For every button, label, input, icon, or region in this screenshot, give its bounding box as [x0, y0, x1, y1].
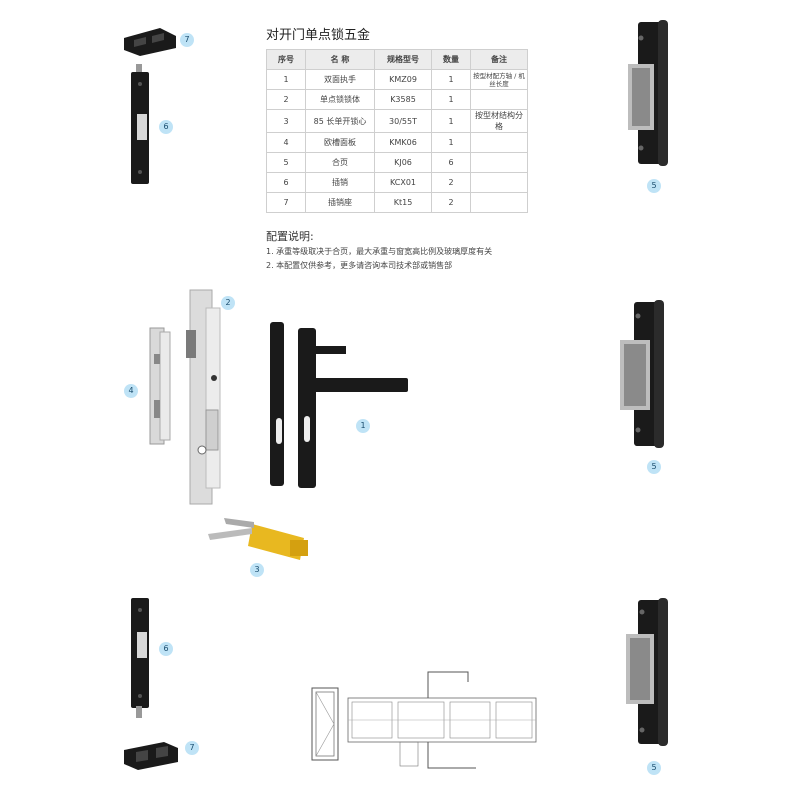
callout-badge-2: 2 — [221, 296, 235, 310]
cell-note: 按型材结构分格 — [470, 109, 528, 133]
table-row: 2 单点锁锁体 K3585 1 — [266, 89, 528, 110]
hinge-image — [620, 300, 664, 448]
cell-model: KMZ09 — [374, 69, 432, 90]
callout-badge-5: 5 — [647, 761, 661, 775]
cell-model: 30/55T — [374, 109, 432, 133]
col-header-note: 备注 — [470, 49, 528, 70]
callout-badge-5: 5 — [647, 460, 661, 474]
cell-index: 3 — [266, 109, 306, 133]
flush-bolt-image — [131, 64, 149, 184]
callout-badge-5: 5 — [647, 179, 661, 193]
cell-note — [470, 172, 528, 193]
cell-qty: 1 — [431, 132, 471, 153]
bolt-keeper-image — [124, 742, 178, 770]
cell-name: 合页 — [305, 152, 375, 173]
table-row: 5 合页 KJ06 6 — [266, 152, 528, 173]
config-title: 配置说明: — [266, 230, 314, 243]
cell-name: 欧槽面板 — [305, 132, 375, 153]
table-header-row: 序号 名 称 规格型号 数量 备注 — [266, 49, 528, 70]
cell-note — [470, 132, 528, 153]
cell-index: 6 — [266, 172, 306, 193]
col-header-name: 名 称 — [305, 49, 375, 70]
col-header-qty: 数量 — [431, 49, 471, 70]
cell-qty: 1 — [431, 109, 471, 133]
cell-model: KCX01 — [374, 172, 432, 193]
cell-model: K3585 — [374, 89, 432, 110]
hinge-image — [626, 598, 668, 746]
cell-index: 4 — [266, 132, 306, 153]
cell-index: 5 — [266, 152, 306, 173]
bolt-keeper-image — [124, 28, 176, 56]
cell-name: 单点锁锁体 — [305, 89, 375, 110]
cell-model: Kt15 — [374, 192, 432, 213]
cell-model: KJ06 — [374, 152, 432, 173]
lock-body-image — [186, 289, 221, 505]
cell-model: KMK06 — [374, 132, 432, 153]
cell-note — [470, 192, 528, 213]
cell-name: 插销座 — [305, 192, 375, 213]
table-row: 4 欧槽面板 KMK06 1 — [266, 132, 528, 153]
cell-note — [470, 89, 528, 110]
cell-index: 2 — [266, 89, 306, 110]
col-header-index: 序号 — [266, 49, 306, 70]
cell-qty: 1 — [431, 69, 471, 90]
lock-cylinder-image — [208, 518, 308, 560]
cell-name: 双面执手 — [305, 69, 375, 90]
table-row: 1 双面执手 KMZ09 1 按型材配方轴 / 机丝长度 — [266, 69, 528, 90]
callout-badge-7: 7 — [185, 741, 199, 755]
cell-note — [470, 152, 528, 173]
callout-badge-7: 7 — [180, 33, 194, 47]
col-header-model: 规格型号 — [374, 49, 432, 70]
cell-qty: 6 — [431, 152, 471, 173]
callout-badge-6: 6 — [159, 120, 173, 134]
config-line-1: 1. 承重等级取决于合页，最大承重与窗宽高比例及玻璃厚度有关 — [266, 247, 493, 256]
hardware-spec-table: 序号 名 称 规格型号 数量 备注 1 双面执手 KMZ09 1 按型材配方轴 … — [266, 49, 528, 213]
cell-qty: 1 — [431, 89, 471, 110]
callout-badge-6: 6 — [159, 642, 173, 656]
callout-badge-3: 3 — [250, 563, 264, 577]
page-title: 对开门单点锁五金 — [266, 28, 371, 43]
callout-badge-1: 1 — [356, 419, 370, 433]
table-row: 7 插销座 Kt15 2 — [266, 192, 528, 213]
cell-note: 按型材配方轴 / 机丝长度 — [470, 69, 528, 90]
door-handle-image — [270, 322, 408, 488]
cell-name: 85 长单开锁心 — [305, 109, 375, 133]
table-row: 3 85 长单开锁心 30/55T 1 按型材结构分格 — [266, 109, 528, 133]
cell-qty: 2 — [431, 192, 471, 213]
profile-section-drawing — [311, 671, 537, 769]
cell-index: 1 — [266, 69, 306, 90]
callout-badge-4: 4 — [124, 384, 138, 398]
cell-index: 7 — [266, 192, 306, 213]
cell-qty: 2 — [431, 172, 471, 193]
cell-name: 插销 — [305, 172, 375, 193]
config-line-2: 2. 本配置仅供参考，更多请咨询本司技术部或销售部 — [266, 261, 453, 270]
flush-bolt-image — [131, 598, 149, 718]
faceplate-image — [149, 327, 171, 445]
table-row: 6 插销 KCX01 2 — [266, 172, 528, 193]
hinge-image — [628, 20, 668, 166]
